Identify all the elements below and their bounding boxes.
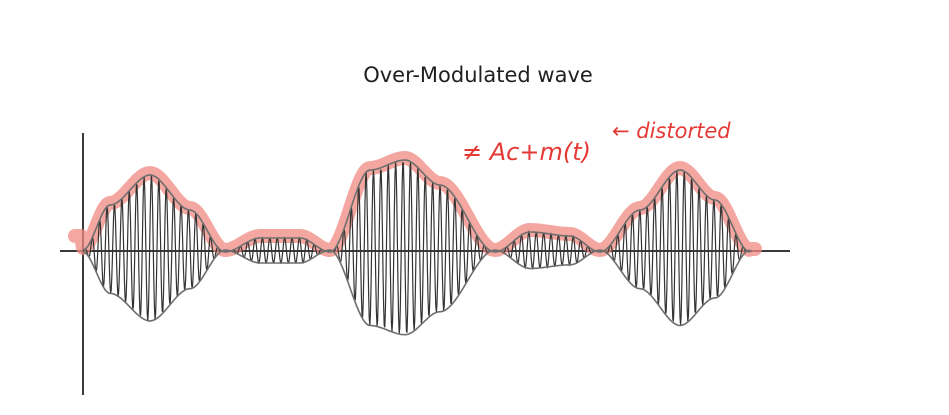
figure-title: Over-Modulated wave xyxy=(363,63,593,87)
annotation-formula: ≠ Ac+m(t) xyxy=(462,138,591,166)
handwritten-annotation: ≠ Ac+m(t) ← distorted xyxy=(462,119,731,166)
annotation-note: ← distorted xyxy=(612,119,731,143)
upper-envelope xyxy=(82,159,752,253)
modulated-carrier-wave xyxy=(82,161,752,334)
lower-envelope xyxy=(82,249,752,336)
distorted-envelope-highlight xyxy=(68,151,762,257)
